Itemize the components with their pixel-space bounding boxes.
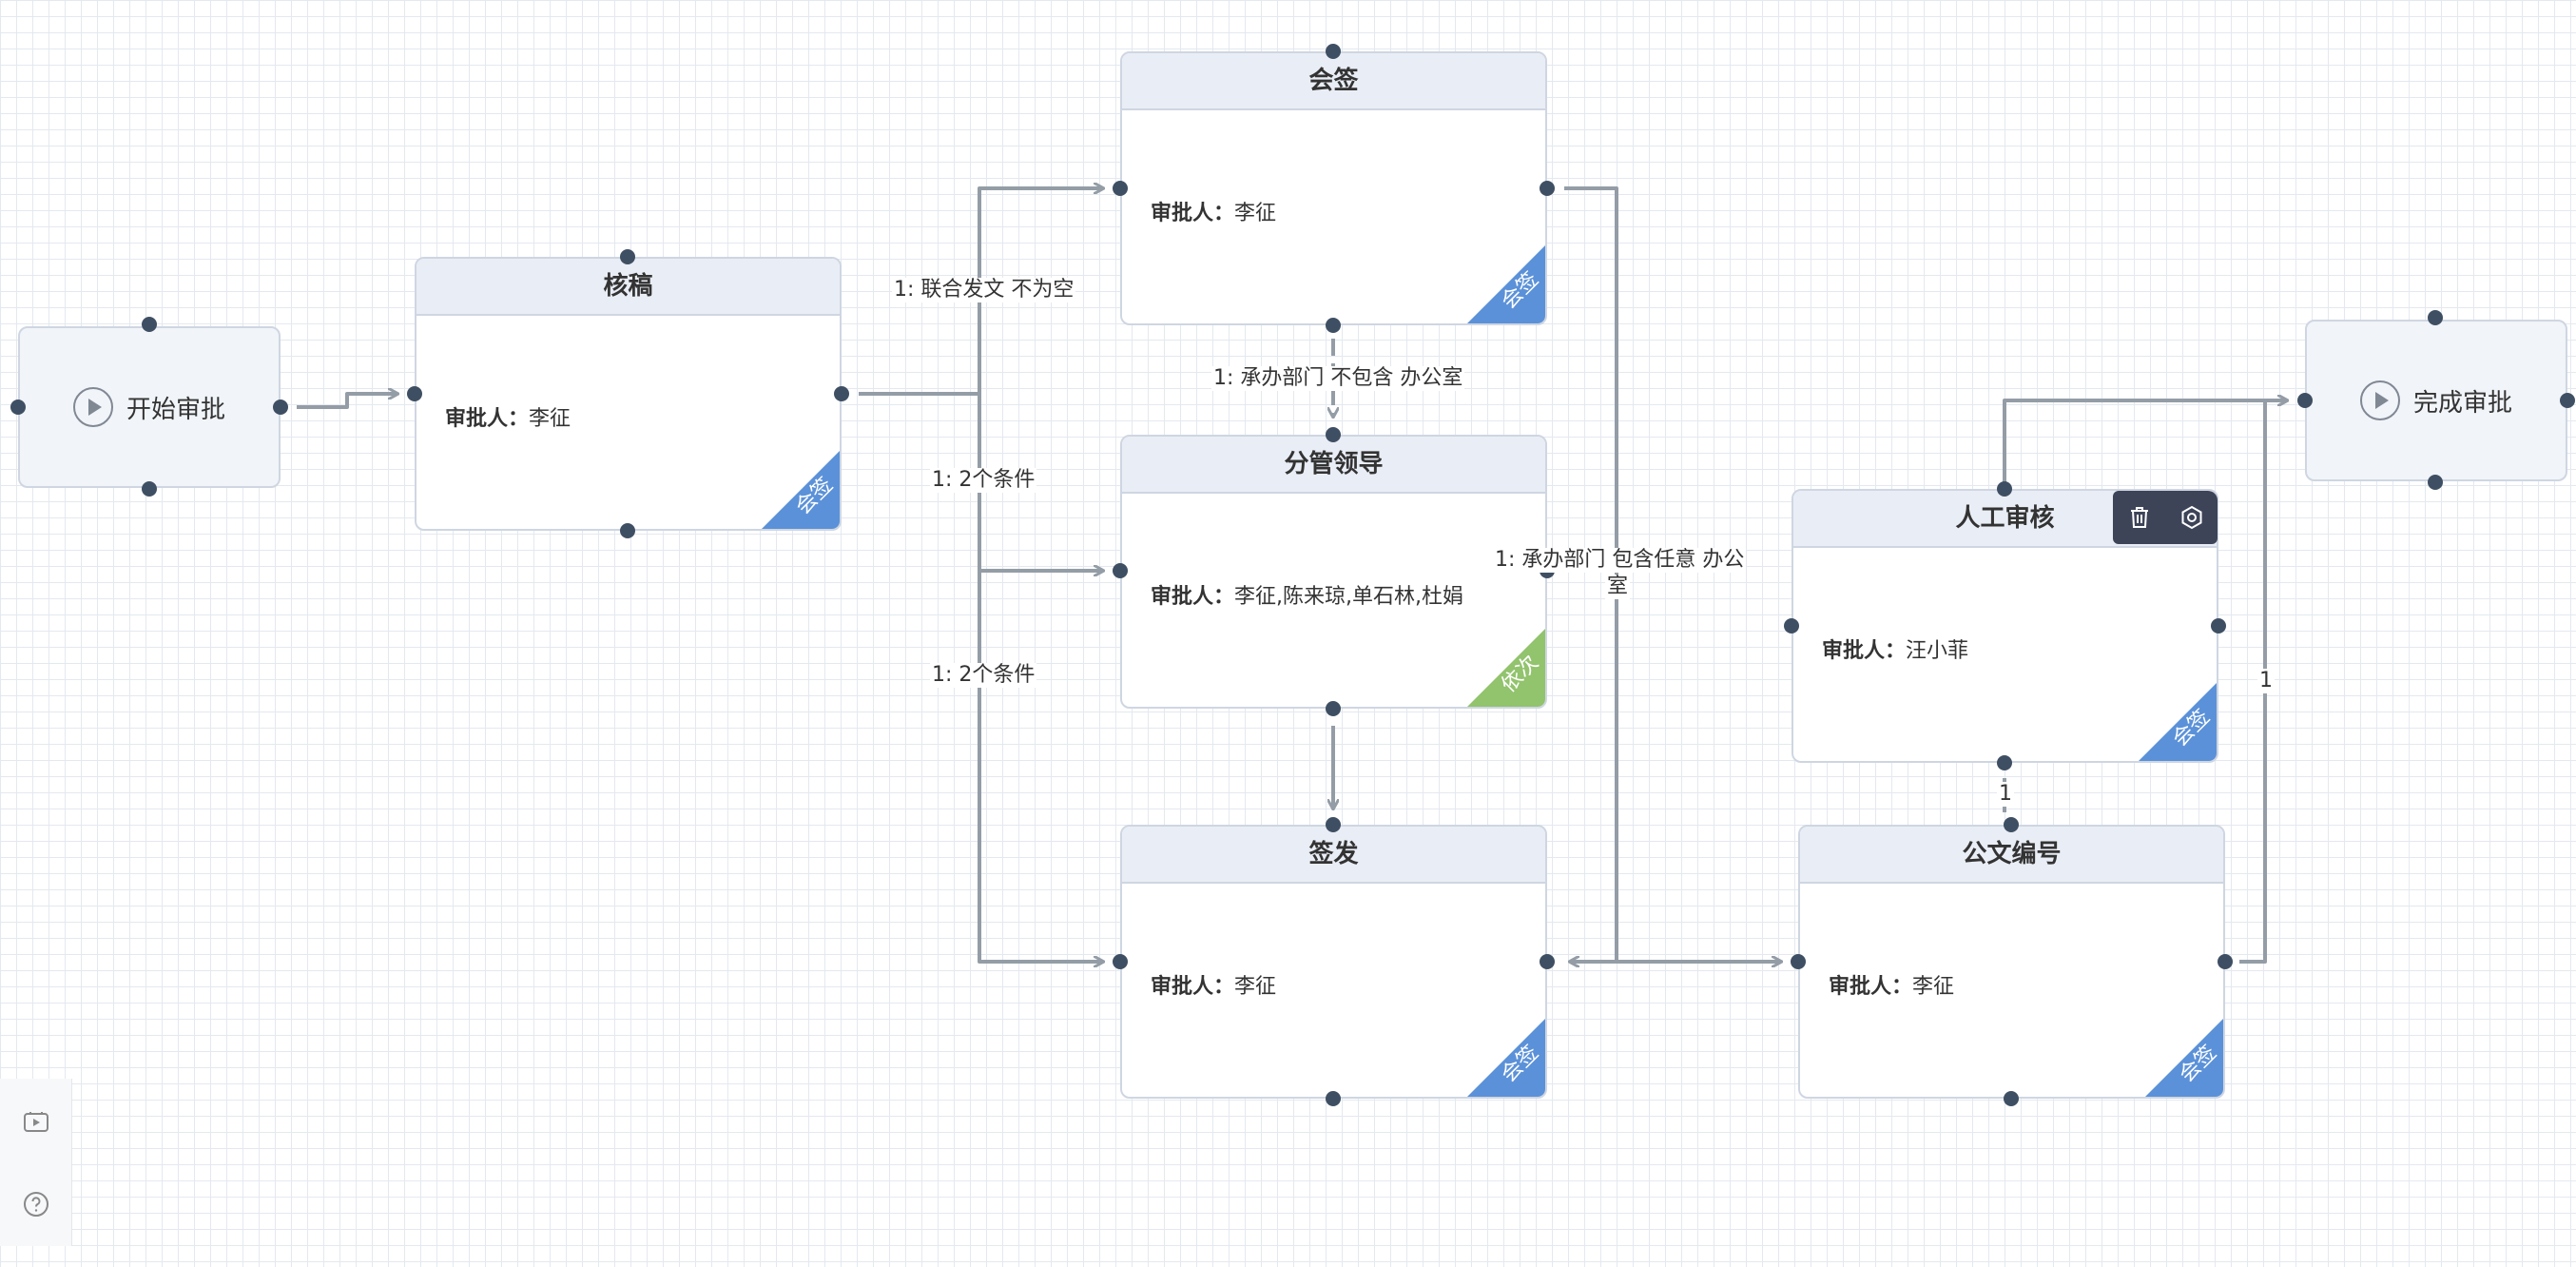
- play-icon: [2359, 380, 2400, 420]
- node-qianfa[interactable]: 签发 审批人：李征 会签: [1120, 825, 1547, 1099]
- port[interactable]: [1326, 1091, 1341, 1106]
- port[interactable]: [1326, 44, 1341, 59]
- approver-label: 审批人：: [1151, 202, 1235, 225]
- port[interactable]: [1326, 817, 1341, 832]
- port[interactable]: [620, 523, 635, 538]
- approver-label: 审批人：: [445, 407, 530, 431]
- node-title: 公文编号: [1800, 827, 2223, 884]
- node-title: 签发: [1122, 827, 1545, 884]
- port[interactable]: [2218, 954, 2233, 969]
- port[interactable]: [1540, 181, 1555, 196]
- port[interactable]: [2428, 310, 2443, 325]
- edge-label[interactable]: 室: [1605, 575, 1631, 599]
- port[interactable]: [1326, 427, 1341, 442]
- port[interactable]: [834, 386, 849, 401]
- port[interactable]: [620, 249, 635, 264]
- node-gongwen[interactable]: 公文编号 审批人：李征 会签: [1798, 825, 2225, 1099]
- node-approvers: 审批人：汪小菲: [1822, 634, 1968, 664]
- end-node[interactable]: 完成审批: [2305, 320, 2567, 481]
- approver-names: 李征: [1234, 975, 1277, 999]
- approver-names: 李征: [1912, 975, 1955, 999]
- port[interactable]: [142, 317, 157, 332]
- approver-label: 审批人：: [1151, 585, 1235, 609]
- edge-label[interactable]: 1: 2个条件: [930, 468, 1037, 493]
- trash-icon[interactable]: [2122, 500, 2157, 535]
- port[interactable]: [1326, 701, 1341, 716]
- port[interactable]: [1113, 181, 1128, 196]
- node-huiqian[interactable]: 会签 审批人：李征 会签: [1120, 51, 1547, 325]
- edge-label[interactable]: 1: 2个条件: [930, 663, 1037, 688]
- play-icon: [72, 387, 113, 427]
- mode-tag: 会签: [1467, 1019, 1545, 1097]
- node-approvers: 审批人：李征: [1151, 969, 1276, 1000]
- gear-icon[interactable]: [2175, 500, 2209, 535]
- mode-tag: 会签: [2139, 683, 2217, 761]
- port[interactable]: [1997, 481, 2012, 497]
- approver-names: 汪小菲: [1906, 639, 1969, 663]
- port[interactable]: [1997, 755, 2012, 770]
- mode-tag: 会签: [762, 451, 840, 529]
- port[interactable]: [1791, 954, 1806, 969]
- approver-label: 审批人：: [1822, 639, 1907, 663]
- node-hegao[interactable]: 核稿 审批人：李征 会签: [415, 257, 842, 531]
- help-icon[interactable]: [19, 1187, 53, 1221]
- edge-huiqian-gongwen[interactable]: [1564, 186, 1781, 962]
- edge-label[interactable]: 1: 承办部门 包含任意 办公: [1493, 548, 1747, 573]
- mode-tag: 会签: [1467, 245, 1545, 323]
- approver-names: 李征: [1234, 202, 1277, 225]
- port[interactable]: [142, 481, 157, 497]
- end-node-label: 完成审批: [2412, 388, 2512, 418]
- mode-tag: 依次: [1467, 629, 1545, 707]
- port[interactable]: [1784, 618, 1799, 634]
- port[interactable]: [2004, 1091, 2019, 1106]
- node-toolbar: [2113, 491, 2218, 544]
- edge-label[interactable]: 1: 承办部门 不包含 办公室: [1211, 366, 1465, 391]
- port[interactable]: [1113, 563, 1128, 578]
- port[interactable]: [407, 386, 422, 401]
- side-panel: [0, 1079, 72, 1246]
- edge-label[interactable]: 1: [2257, 669, 2275, 693]
- port[interactable]: [273, 400, 288, 415]
- port[interactable]: [1326, 318, 1341, 333]
- approver-label: 审批人：: [1829, 975, 1913, 999]
- port[interactable]: [10, 400, 26, 415]
- edge-label[interactable]: 1: 联合发文 不为空: [892, 278, 1076, 302]
- node-approvers: 审批人：李征: [1829, 969, 1954, 1000]
- edge-hegao-qianfa[interactable]: [978, 571, 1103, 962]
- mode-tag: 会签: [2145, 1019, 2223, 1097]
- port[interactable]: [2560, 393, 2575, 408]
- approver-names: 李征,陈来琼,单石林,杜娟: [1234, 585, 1463, 609]
- port[interactable]: [2211, 618, 2226, 634]
- port[interactable]: [1540, 954, 1555, 969]
- edge-start-hegao[interactable]: [297, 394, 397, 409]
- node-title: 会签: [1122, 53, 1545, 110]
- edge-rengong-end[interactable]: [2003, 400, 2287, 489]
- node-approvers: 审批人：李征: [445, 401, 571, 432]
- approver-label: 审批人：: [1151, 975, 1235, 999]
- start-node[interactable]: 开始审批: [18, 326, 281, 488]
- node-approvers: 审批人：李征,陈来琼,单石林,杜娟: [1151, 579, 1463, 610]
- port[interactable]: [2428, 475, 2443, 490]
- port[interactable]: [1113, 954, 1128, 969]
- approver-names: 李征: [529, 407, 571, 431]
- port[interactable]: [2004, 817, 2019, 832]
- node-title: 分管领导: [1122, 437, 1545, 494]
- node-fenguan[interactable]: 分管领导 审批人：李征,陈来琼,单石林,杜娟 依次: [1120, 435, 1547, 709]
- edge-label[interactable]: 1: [1997, 782, 2014, 807]
- node-approvers: 审批人：李征: [1151, 196, 1276, 226]
- port[interactable]: [2297, 393, 2313, 408]
- video-icon[interactable]: [19, 1105, 53, 1140]
- start-node-label: 开始审批: [126, 395, 225, 424]
- node-title: 核稿: [416, 259, 840, 316]
